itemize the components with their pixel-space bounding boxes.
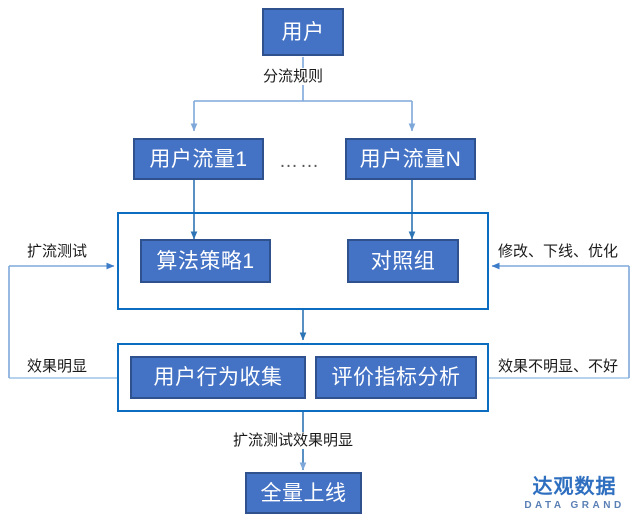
brand-logo-cn: 达观数据 [532, 476, 617, 498]
node-user[interactable]: 用户 [262, 8, 344, 56]
node-strategy1-label: 算法策略1 [156, 249, 255, 273]
node-metrics-analysis-label: 评价指标分析 [331, 366, 461, 389]
node-control-group-label: 对照组 [370, 249, 436, 273]
brand-logo-en: DATA GRAND [524, 500, 625, 511]
node-user-label: 用户 [281, 20, 325, 44]
node-traffic-n[interactable]: 用户流量N [345, 138, 476, 180]
edge-label-expand-test-text: 扩流测试 [27, 243, 88, 260]
brand-logo: 达观数据 DATA GRAND [522, 476, 627, 512]
edge-label-effect-obvious: 效果明显 [24, 358, 91, 375]
edge-label-effect-obvious-text: 效果明显 [27, 358, 88, 375]
node-full-launch-label: 全量上线 [260, 481, 347, 505]
node-metrics-analysis[interactable]: 评价指标分析 [315, 356, 477, 399]
edge-label-split-rule: 分流规则 [260, 68, 327, 85]
node-traffic1-label: 用户流量1 [149, 147, 248, 171]
edge-label-effect-not-obvious-text: 效果不明显、不好 [498, 358, 619, 375]
edge-label-effect-not-obvious: 效果不明显、不好 [495, 358, 622, 375]
edge-label-split-rule-text: 分流规则 [263, 68, 324, 85]
edge-label-modify-offline-optimize: 修改、下线、优化 [495, 243, 622, 260]
node-full-launch[interactable]: 全量上线 [245, 472, 362, 514]
node-strategy1[interactable]: 算法策略1 [140, 239, 271, 283]
group-experiment [117, 212, 489, 310]
edge-label-expand-test: 扩流测试 [24, 243, 91, 260]
node-control-group[interactable]: 对照组 [347, 239, 459, 283]
node-traffic-n-label: 用户流量N [359, 147, 462, 171]
node-traffic1[interactable]: 用户流量1 [133, 138, 264, 180]
node-behavior-collection[interactable]: 用户行为收集 [130, 356, 306, 399]
edge-label-expand-test-effect-obvious: 扩流测试效果明显 [230, 432, 357, 449]
edge-label-modify-offline-optimize-text: 修改、下线、优化 [498, 243, 619, 260]
node-behavior-collection-label: 用户行为收集 [153, 366, 283, 389]
edge-label-expand-test-effect-obvious-text: 扩流测试效果明显 [233, 432, 354, 449]
ellipsis-between-traffic: …… [279, 152, 321, 171]
group-collection [117, 343, 489, 412]
ellipsis-label: …… [279, 151, 321, 172]
